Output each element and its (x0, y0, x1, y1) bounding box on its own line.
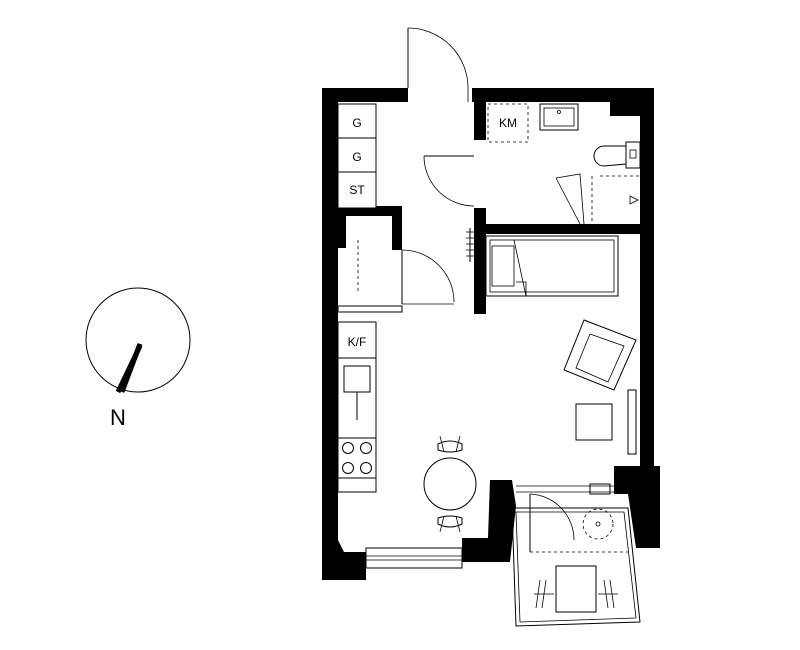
balcony-side-table (582, 508, 614, 540)
toilet (593, 141, 641, 169)
washing-machine-label: KM (499, 116, 517, 130)
shower-screen[interactable] (555, 173, 640, 225)
tv-bench (627, 389, 637, 455)
balcony-table (555, 565, 597, 613)
dining-chair-bottom (437, 515, 463, 533)
interior-walls (337, 100, 642, 314)
bathroom-door[interactable] (423, 155, 475, 207)
armchair (563, 319, 637, 391)
balcony-chair-left (534, 579, 554, 609)
storage-label: ST (349, 183, 365, 197)
entry-door[interactable] (407, 27, 469, 102)
side-table (575, 403, 613, 441)
wardrobe-label-1: G (352, 116, 361, 130)
closet-door[interactable] (401, 249, 455, 305)
balcony (511, 507, 641, 627)
cooktop (337, 437, 377, 479)
bed (485, 235, 619, 297)
outer-walls (322, 88, 660, 580)
north-label: N (110, 405, 126, 430)
dining-table (423, 457, 477, 511)
balcony-chair-right (598, 579, 618, 609)
wardrobe-label-2: G (352, 150, 361, 164)
washing-machine (487, 103, 529, 143)
kitchen-counter (337, 357, 377, 493)
fridge-freezer-label: K/F (348, 335, 367, 349)
fridge-freezer (337, 321, 377, 359)
kitchen-sink (343, 365, 371, 420)
bathroom-sink (539, 103, 579, 131)
south-window[interactable] (365, 547, 463, 569)
wardrobe-unit (337, 103, 377, 209)
north-arrow (85, 287, 191, 394)
dining-chair-top (437, 435, 463, 453)
radiator (466, 228, 474, 262)
balcony-door[interactable] (516, 483, 628, 553)
